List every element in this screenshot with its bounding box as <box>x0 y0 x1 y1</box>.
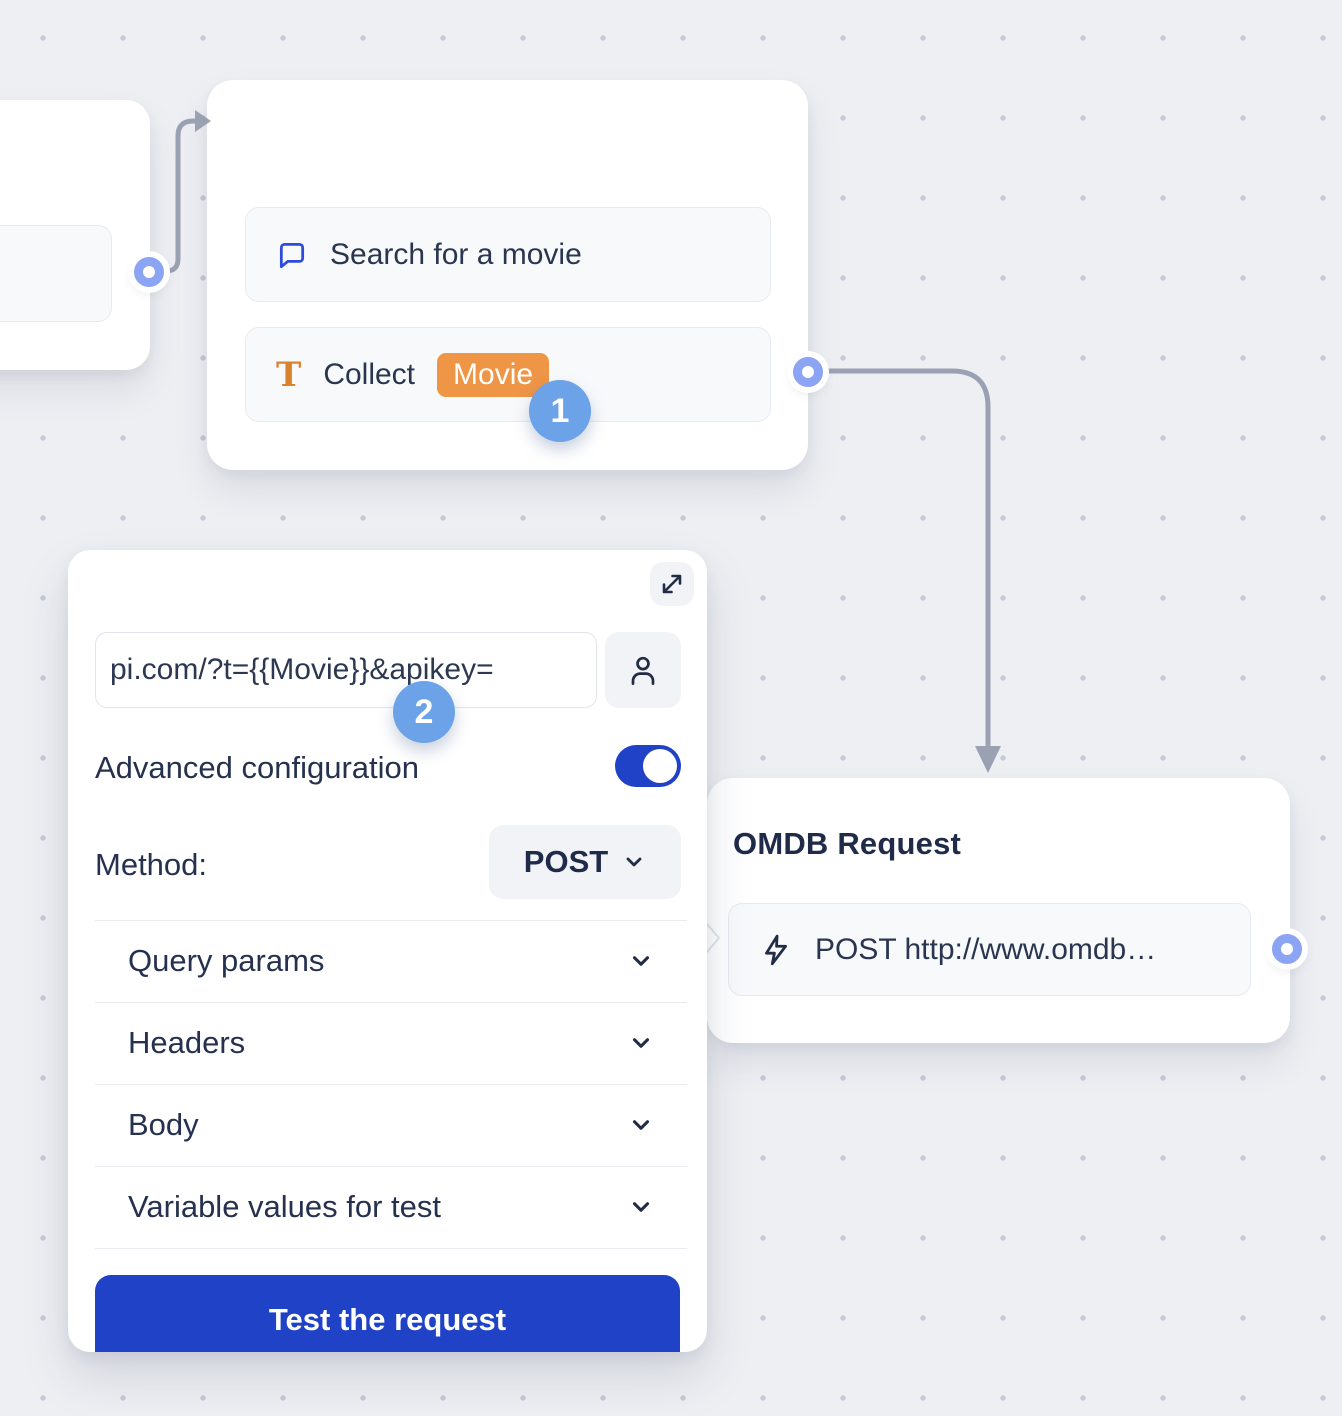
node-title: OMDB Request <box>733 826 961 862</box>
advanced-configuration-label: Advanced configuration <box>95 750 419 786</box>
expand-icon <box>659 571 685 597</box>
section-row-headers[interactable]: Headers <box>68 1002 707 1084</box>
chevron-down-icon <box>628 1194 654 1220</box>
output-port[interactable] <box>793 357 823 387</box>
webhook-config-panel[interactable]: Advanced configuration Method: POST Quer… <box>68 550 707 1352</box>
movie-search-node[interactable]: Movie search Search for a movie T Collec… <box>207 80 808 470</box>
chat-bubble-icon <box>276 239 308 271</box>
output-port[interactable] <box>134 257 164 287</box>
webhook-block[interactable]: POST http://www.omdb… <box>728 903 1251 996</box>
user-variable-button[interactable] <box>605 632 681 708</box>
toggle-knob <box>643 749 677 783</box>
step-annotation-2: 2 <box>393 681 455 743</box>
divider <box>95 1248 687 1249</box>
text-input-icon: T <box>276 358 301 392</box>
test-request-button[interactable]: Test the request <box>95 1275 680 1352</box>
question-label: Search for a movie <box>330 238 582 272</box>
user-icon <box>623 650 663 690</box>
variable-badge: Movie <box>437 353 549 397</box>
step-annotation-1: 1 <box>529 380 591 442</box>
section-label: Body <box>128 1107 199 1143</box>
url-input[interactable] <box>95 632 597 708</box>
input-port-notch <box>705 921 723 955</box>
chevron-down-icon <box>628 1112 654 1138</box>
section-row-body[interactable]: Body <box>68 1084 707 1166</box>
advanced-configuration-toggle[interactable] <box>615 745 681 787</box>
question-text-block[interactable]: Search for a movie <box>245 207 771 302</box>
section-row-variable-values[interactable]: Variable values for test <box>68 1166 707 1248</box>
webhook-label: POST http://www.omdb… <box>815 933 1156 967</box>
chevron-down-icon <box>628 1030 654 1056</box>
zap-icon <box>759 933 793 967</box>
omdb-request-node[interactable]: OMDB Request POST http://www.omdb… <box>707 778 1290 1043</box>
section-row-query-params[interactable]: Query params <box>68 920 707 1002</box>
previous-node-item[interactable] <box>0 225 112 322</box>
chevron-down-icon <box>628 948 654 974</box>
previous-node-card[interactable] <box>0 100 150 370</box>
output-port[interactable] <box>1272 934 1302 964</box>
method-label: Method: <box>95 847 207 883</box>
expand-button[interactable] <box>650 562 694 606</box>
section-label: Query params <box>128 943 324 979</box>
collect-label: Collect <box>323 358 415 392</box>
section-label: Variable values for test <box>128 1189 441 1225</box>
section-label: Headers <box>128 1025 245 1061</box>
method-value: POST <box>524 844 608 880</box>
collect-variable-block[interactable]: T Collect Movie <box>245 327 771 422</box>
method-select[interactable]: POST <box>489 825 681 899</box>
chevron-down-icon <box>622 850 646 874</box>
